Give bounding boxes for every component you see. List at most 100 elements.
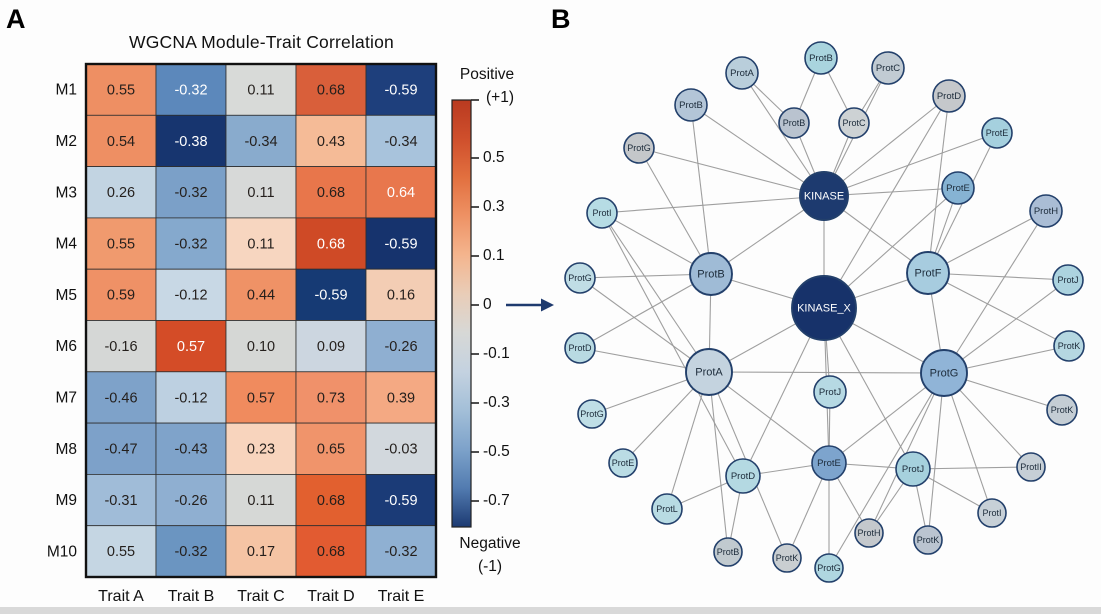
colorbar-tick-label: 0.3	[483, 198, 505, 215]
network-edge	[579, 277, 710, 373]
heatmap-cell-value: -0.43	[174, 442, 207, 458]
heatmap-cell-value: -0.32	[174, 236, 207, 252]
heatmap-cell-value: 0.44	[247, 288, 275, 304]
network-node	[725, 56, 759, 90]
heatmap-cell	[85, 371, 157, 424]
heatmap-cell-value: -0.12	[174, 288, 207, 304]
network-edge	[823, 95, 950, 309]
network-edge	[943, 279, 1069, 374]
heatmap-cell-value: -0.31	[104, 493, 137, 509]
heatmap-cell	[85, 114, 157, 168]
heatmap-cell	[225, 166, 297, 219]
network-node-label: ProtA	[730, 68, 754, 79]
network-edge	[912, 466, 1032, 470]
heatmap-row-label: M5	[55, 287, 77, 304]
heatmap-cell-value: -0.32	[384, 544, 417, 560]
network-node	[791, 275, 857, 341]
network-node-label: ProtD	[568, 343, 592, 353]
network-node	[778, 107, 810, 139]
heatmap-cell	[225, 217, 297, 270]
network-node-label: ProtJ	[1057, 275, 1078, 285]
network-node-label: KINASE	[804, 190, 844, 202]
heatmap-cell	[225, 525, 297, 578]
network-node	[1016, 452, 1046, 482]
heatmap-cell-value: 0.11	[247, 236, 274, 252]
network-node	[608, 448, 638, 478]
heatmap-cell	[365, 525, 437, 578]
network-edge	[708, 371, 729, 553]
colorbar-negative-value: (-1)	[477, 558, 503, 575]
heatmap-cell-value: 0.55	[107, 544, 135, 560]
heatmap-cell	[295, 525, 367, 578]
heatmap-cell-value: 0.59	[107, 288, 135, 304]
network-node-label: ProtH	[1034, 206, 1058, 217]
heatmap-cell-value: -0.59	[314, 288, 347, 304]
heatmap-cell-value: 0.68	[317, 544, 345, 560]
heatmap-cell	[295, 320, 367, 373]
heatmap-cell	[85, 63, 157, 116]
heatmap-cell	[155, 473, 227, 527]
network-node	[674, 88, 708, 122]
network-edge	[828, 372, 945, 464]
network-edge	[927, 272, 1069, 281]
heatmap-cell	[295, 422, 367, 475]
network-node	[977, 498, 1007, 528]
network-node	[913, 525, 943, 555]
heatmap-cell	[225, 320, 297, 373]
heatmap-cell	[365, 114, 437, 168]
network-node-label: ProtG	[627, 143, 651, 153]
heatmap-row-label: M3	[55, 184, 77, 201]
heatmap-cell-value: -0.03	[384, 442, 417, 458]
heatmap-cell-value: 0.68	[317, 493, 345, 509]
heatmap-row-label: M6	[55, 338, 77, 355]
heatmap-col-label: Trait D	[307, 588, 354, 605]
heatmap-row-label: M9	[55, 492, 77, 509]
heatmap-cell	[155, 525, 227, 578]
network-node-label: ProtB	[679, 100, 703, 111]
heatmap-cell-value: -0.32	[174, 185, 207, 201]
network-node-label: ProtB	[809, 53, 833, 64]
network-edge	[943, 372, 993, 514]
network-node	[651, 493, 683, 525]
network-edge	[690, 104, 825, 197]
heatmap-row-label: M8	[55, 441, 77, 458]
heatmap-cell-value: 0.17	[247, 544, 275, 560]
panel-b-label: B	[551, 4, 571, 34]
heatmap-cell-value: -0.38	[174, 134, 207, 150]
heatmap-cell-value: -0.34	[244, 134, 277, 150]
heatmap-row-label: M2	[55, 133, 77, 150]
network-node	[854, 518, 884, 548]
network-node	[577, 399, 607, 429]
network-edge	[708, 371, 945, 374]
heatmap-cell	[295, 166, 367, 219]
network-node-label: ProtD	[731, 471, 755, 482]
heatmap-cell-value: 0.39	[387, 390, 415, 406]
heatmap-col-label: Trait A	[98, 588, 144, 605]
network-node-label: ProtB	[717, 547, 740, 557]
network-edge	[708, 371, 830, 464]
heatmap-cell-value: -0.59	[384, 236, 417, 252]
heatmap-cell-value: 0.16	[387, 288, 415, 304]
heatmap-cell-value: -0.59	[384, 82, 417, 98]
heatmap-cell	[85, 525, 157, 578]
network-node	[895, 451, 931, 487]
heatmap-cell-value: -0.12	[174, 390, 207, 406]
heatmap-col-label: Trait C	[237, 588, 284, 605]
network-node	[814, 553, 844, 583]
heatmap-cell	[155, 422, 227, 475]
network-node	[920, 349, 968, 397]
network-node-label: ProtJ	[819, 387, 841, 398]
colorbar-tick-label: 0.5	[483, 149, 505, 166]
network-edge	[579, 273, 712, 349]
heatmap-cell-value: -0.47	[104, 442, 137, 458]
heatmap-cell	[365, 371, 437, 424]
heatmap-col-label: Trait E	[378, 588, 425, 605]
heatmap-row-label: M7	[55, 390, 77, 407]
heatmap-cell	[85, 422, 157, 475]
heatmap-cell-value: -0.32	[174, 82, 207, 98]
heatmap-cell-value: 0.57	[177, 339, 205, 355]
network-node-label: ProtE	[946, 183, 970, 194]
network-edge	[943, 210, 1047, 374]
